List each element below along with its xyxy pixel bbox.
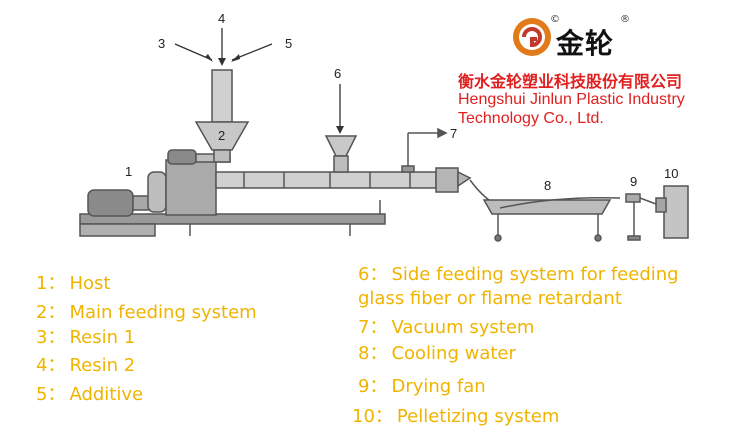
legend-num: 10: [352, 406, 375, 427]
legend-item-6: 6：Side feeding system for feeding: [358, 264, 679, 286]
legend-sep: ：: [47, 273, 66, 294]
legend-sep: ：: [47, 355, 66, 376]
company-name-en-line2: Technology Co., Ltd.: [458, 110, 604, 127]
legend-item-4: 4：Resin 2: [36, 355, 135, 377]
logo-wordmark: 金轮: [556, 27, 615, 60]
gearbox: [165, 159, 217, 216]
legend-text: Pelletizing system: [396, 406, 560, 427]
copyright-mark: ©: [550, 14, 560, 25]
legend-sep: ：: [369, 264, 388, 285]
legend-item-10: 10：Pelletizing system: [352, 406, 559, 428]
motor: [87, 189, 134, 217]
side-hopper: [324, 135, 358, 157]
legend-text: Side feeding system for feeding: [391, 264, 679, 285]
legend-sep: ：: [47, 302, 66, 323]
extruder-barrel: [215, 171, 437, 189]
pelletizer: [663, 185, 689, 239]
legend-text: Cooling water: [391, 343, 516, 364]
legend-text: Vacuum system: [391, 317, 535, 338]
callout-4: 4: [218, 11, 225, 26]
legend-sep: ：: [47, 384, 66, 405]
legend-text: Resin 1: [69, 327, 136, 348]
callout-6: 6: [334, 66, 341, 81]
legend-text: glass fiber or flame retardant: [358, 288, 622, 309]
legend-text: Resin 2: [69, 355, 136, 376]
extrusion-line-diagram: 1 2 3 4 5 6 7 8 9 10: [79, 11, 689, 242]
legend-num: 1: [36, 273, 48, 294]
legend-sep: ：: [374, 406, 393, 427]
legend-num: 8: [358, 343, 370, 364]
drying-fan: [625, 193, 641, 203]
callout-10: 10: [664, 166, 678, 181]
company-name-cn: 衡水金轮塑业科技股份有限公司: [458, 72, 683, 91]
callout-8: 8: [544, 178, 551, 193]
legend-text: Host: [69, 273, 111, 294]
machine-base-frame: [79, 213, 386, 225]
callout-5: 5: [285, 36, 292, 51]
legend-item-6-cont: glass fiber or flame retardant: [358, 288, 622, 310]
legend-item-8: 8：Cooling water: [358, 343, 516, 365]
legend-sep: ：: [369, 343, 388, 364]
legend-num: 3: [36, 327, 48, 348]
legend-item-3: 3：Resin 1: [36, 327, 135, 349]
legend-num: 5: [36, 384, 48, 405]
machine-base-support: [79, 223, 156, 237]
vacuum-port: [401, 165, 415, 173]
callout-9: 9: [630, 174, 637, 189]
legend-text: Drying fan: [391, 376, 486, 397]
cooling-water-bath: [482, 199, 612, 215]
legend-num: 7: [358, 317, 370, 338]
die-head: [435, 167, 459, 193]
coupling: [147, 171, 167, 213]
legend-item-9: 9：Drying fan: [358, 376, 486, 398]
legend-item-2: 2：Main feeding system: [36, 302, 257, 324]
feed-pipe: [211, 69, 233, 123]
legend-item-5: 5：Additive: [36, 384, 143, 406]
legend-sep: ：: [47, 327, 66, 348]
legend-sep: ：: [369, 376, 388, 397]
legend-num: 6: [358, 264, 370, 285]
company-logo: [513, 18, 551, 56]
company-name-en-line1: Hengshui Jinlun Plastic Industry: [458, 91, 685, 108]
legend-item-1: 1：Host: [36, 273, 110, 295]
registered-mark: ®: [620, 14, 630, 25]
main-hopper: [194, 121, 250, 151]
callout-3: 3: [158, 36, 165, 51]
legend-num: 9: [358, 376, 370, 397]
legend-item-7: 7：Vacuum system: [358, 317, 534, 339]
legend-sep: ：: [369, 317, 388, 338]
callout-2: 2: [218, 128, 225, 143]
callout-1: 1: [125, 164, 132, 179]
legend-text: Additive: [69, 384, 144, 405]
legend-text: Main feeding system: [69, 302, 257, 323]
legend-num: 2: [36, 302, 48, 323]
legend-num: 4: [36, 355, 48, 376]
callout-7: 7: [450, 126, 457, 141]
